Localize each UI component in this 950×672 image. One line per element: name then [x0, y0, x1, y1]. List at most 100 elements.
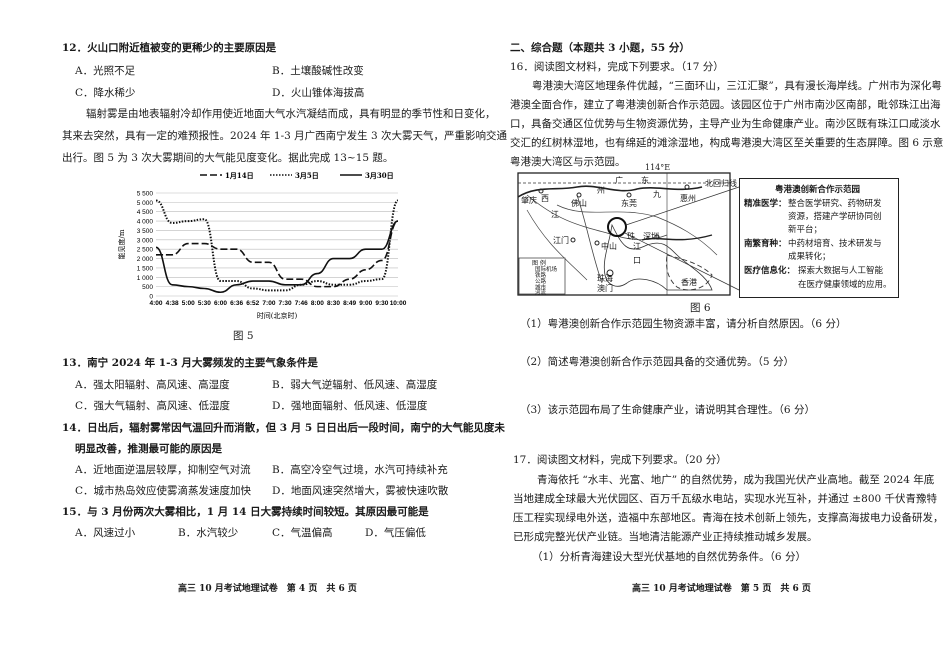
y-tick-label: 5 000 [137, 200, 154, 207]
map-place: 东 [641, 176, 649, 185]
park-item-line: 成果转化； [788, 252, 831, 262]
map-place: 西 [541, 194, 549, 203]
q15-option-b: B．水汽较少 [178, 527, 239, 539]
map-place: 广 [615, 176, 623, 185]
park-item-label: 南繁育种： [744, 239, 787, 249]
q14-option-d: D．地面风速突然增大，雾被快速吹散 [272, 485, 449, 497]
y-axis-label: 能见度/m [117, 229, 126, 259]
map-place: 州 [597, 186, 605, 195]
q17-material-line: 压工程实现绿电外送，造福中东部地区。青海在技术创新上领先，支撑高海拔电力设备研发… [513, 512, 944, 524]
map-place: 香港 [681, 278, 697, 287]
legend-label: 3月30日 [365, 171, 394, 180]
y-tick-label: 2 000 [137, 256, 154, 263]
map-place: 珠海 [597, 274, 613, 283]
material-line: 辐射雾是由地表辐射冷却作用使近地面大气水汽凝结而成，具有明显的季节性和日变化， [86, 108, 496, 120]
map-drawing [517, 172, 740, 296]
park-item-line: 整合医学研究、药物研发 [788, 199, 882, 209]
map-place: 江 [551, 210, 559, 219]
map-place: 江门 [553, 236, 569, 245]
map-place: 中山 [601, 242, 617, 251]
q17-material-line: 当地建成全球最大光伏园区、百万千瓦级水电站，实现水光互补，并通过 ±800 千伏… [513, 493, 938, 505]
y-tick-label: 3 000 [137, 237, 154, 244]
q14-stem-cont: 明显改善，推测最可能的原因是 [75, 443, 222, 455]
legend-item-railway: 铁路 [535, 273, 547, 279]
map-place: 惠州 [680, 194, 696, 203]
q16-sub-3: （3）该示范园布局了生命健康产业，请说明其合理性。（6 分） [520, 404, 815, 416]
legend-item-highway: 公路 [535, 279, 547, 285]
x-tick-label: 8:00 [311, 300, 324, 307]
x-tick-label: 7:30 [279, 300, 292, 307]
y-tick-label: 5 500 [137, 191, 154, 198]
q14-stem: 14．日出后，辐射雾常因气温回升而消散，但 3 月 5 日日出后一段时间，南宁的… [62, 422, 505, 434]
map-tropic-label: 北回归线 [705, 179, 737, 188]
map-place: 澳门 [597, 284, 613, 293]
x-tick-label: 4:00 [149, 300, 162, 307]
x-tick-label: 8:49 [343, 300, 356, 307]
y-tick-label: 500 [142, 284, 153, 291]
series-line-2 [155, 220, 399, 294]
x-tick-label: 6:52 [246, 300, 259, 307]
q14-option-a: A．近地面逆温层较厚，抑制空气对流 [75, 464, 251, 476]
q13-option-a: A．强太阳辐射、高风速、高湿度 [75, 379, 230, 391]
q17-material-line: 青海依托 “水丰、光富、地广” 的自然优势，成为我国光伏产业高地。截至 2024… [537, 474, 935, 486]
park-item-line: 资源，搭建产学研协同创 [788, 212, 882, 222]
y-tick-label: 4 500 [137, 209, 154, 216]
y-tick-label: 1 500 [137, 265, 154, 272]
q13-option-d: D．强地面辐射、低风速、低湿度 [272, 400, 428, 412]
x-tick-label: 4:38 [166, 300, 179, 307]
park-item-label: 精准医学： [744, 199, 787, 209]
figure-6-caption: 图 6 [690, 302, 711, 314]
park-item-line: 新平台； [788, 225, 823, 235]
map-longitude-label: 114°E [645, 163, 671, 172]
legend-label: 1月14日 [225, 171, 254, 180]
q12-option-a: A．光照不足 [75, 65, 136, 77]
map-place: 深圳 [643, 232, 659, 241]
q16-material-line: 粤港澳大湾区地理条件优越，“三面环山，三江汇聚”，具有漫长海岸线。广州市为深化粤 [532, 80, 942, 92]
map-place: 九 [653, 190, 661, 199]
legend-label: 3月5日 [295, 171, 319, 180]
y-tick-label: 2 500 [137, 247, 154, 254]
q15-stem: 15．与 3 月份两次大雾相比，1 月 14 日大雾持续时间较短。其原因最可能是 [62, 506, 429, 518]
x-tick-label: 5:30 [198, 300, 211, 307]
q15-option-c: C．气温偏高 [272, 527, 333, 539]
park-box-title: 粤港澳创新合作示范园 [775, 185, 861, 195]
figure-5-caption: 图 5 [233, 330, 254, 342]
q12-option-c: C．降水稀少 [75, 87, 136, 99]
page-footer-right: 高三 10 月考试地理试卷 第 5 页 共 6 页 [632, 584, 811, 594]
y-tick-label: 3 500 [137, 228, 154, 235]
map-legend-title: 图 例 [532, 260, 546, 267]
q17-stem: 17．阅读图文材料，完成下列要求。（20 分） [513, 454, 727, 466]
page-footer-left: 高三 10 月考试地理试卷 第 4 页 共 6 页 [178, 584, 357, 594]
q15-option-a: A．风速过小 [75, 527, 136, 539]
x-tick-label: 7:00 [262, 300, 275, 307]
map-place: 珠 [627, 232, 635, 241]
q14-option-b: B．高空冷空气过境，水汽可持续补充 [272, 464, 448, 476]
q16-material-line: 交汇的红树林湿地，也有绵延的滩涂湿地，构成粤港澳大湾区至关重要的生态屏障。图 6… [510, 137, 944, 149]
park-info-box: 粤港澳创新合作示范园 精准医学： 整合医学研究、药物研发 资源，搭建产学研协同创… [739, 178, 899, 298]
q12-option-b: B．土壤酸碱性改变 [272, 65, 364, 77]
map-place: 江 [633, 242, 641, 251]
y-tick-label: 1 000 [137, 275, 154, 282]
park-item-line: 中药材培育、技术研发与 [788, 239, 882, 249]
q14-option-c: C．城市热岛效应使雾滴蒸发速度加快 [75, 485, 252, 497]
y-tick-label: 0 [149, 294, 153, 301]
q13-option-c: C．强大气辐射、高风速、低湿度 [75, 400, 231, 412]
legend-item-river: 河流 [535, 290, 547, 296]
section-title: 二、综合题（本题共 3 小题，55 分） [510, 42, 690, 54]
x-axis-label: 时间(北京时) [257, 311, 298, 320]
q16-material-line: 口，具备交通区位优势与生物资源优势，主导产业为生命健康产业。南沙区既有珠江口咸淡… [510, 118, 941, 130]
x-tick-label: 6:36 [230, 300, 243, 307]
q17-material-line: 已形成完整光伏产业链。当地清洁能源产业正持续推动城乡发展。 [513, 531, 818, 543]
x-tick-label: 6:00 [214, 300, 227, 307]
q12-stem: 12．火山口附近植被变的更稀少的主要原因是 [62, 42, 277, 54]
q16-material-line: 粤港澳大湾区与示范园。 [510, 156, 626, 168]
material-line: 出行。图 5 为 3 次大雾期间的大气能见度变化。据此完成 13~15 题。 [62, 152, 394, 164]
q17-sub-1: （1）分析青海建设大型光伏基地的自然优势条件。（6 分） [532, 551, 806, 563]
x-tick-label: 7:46 [295, 300, 308, 307]
map-place: 肇庆 [521, 196, 537, 205]
q16-stem: 16．阅读图文材料，完成下列要求。（17 分） [510, 61, 724, 73]
material-line: 其来去突然，具有一定的难预报性。2024 年 1-3 月广西南宁发生 3 次大雾… [62, 130, 507, 142]
x-tick-label: 10:00 [390, 300, 407, 307]
q16-material-line: 港澳全面合作，建立了粤港澳创新合作示范园。该园区位于广州市南沙区南部，毗邻珠江出… [510, 99, 941, 111]
map-place: 东莞 [621, 199, 637, 208]
